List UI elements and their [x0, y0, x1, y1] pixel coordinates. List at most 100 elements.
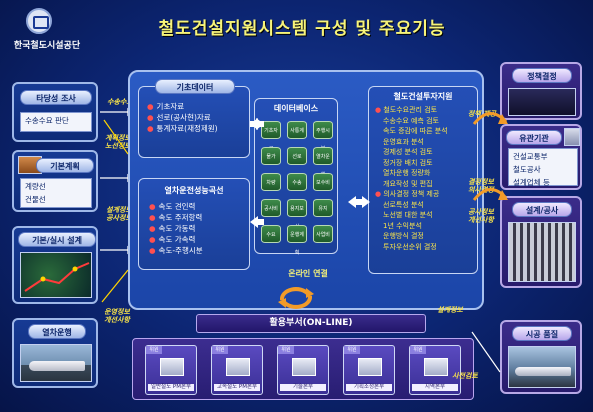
- agencies-label: 유관기관: [506, 130, 562, 145]
- note-policy: 정책 제공: [467, 110, 497, 118]
- construction-site-photo: [508, 222, 576, 282]
- logo-icon: [26, 8, 52, 34]
- diagram-title: 철도건설지원시스템 구성 및 주요기능: [158, 19, 446, 39]
- db-cell: 수요: [261, 225, 281, 243]
- building-icon: [358, 358, 382, 376]
- db-cell: 사통계: [287, 121, 307, 139]
- note-decision: 결정정보 의사결정: [468, 178, 494, 194]
- feasibility-label: 타당성 조사: [20, 90, 92, 105]
- list-item: 노선별 대한 분석: [383, 211, 433, 219]
- list-item: 개요작성 및 편집: [383, 179, 433, 188]
- office-building-icon: [564, 128, 580, 146]
- design-label: 기본/실시 설계: [18, 232, 96, 247]
- db-cell: 수송: [287, 173, 307, 191]
- design-frame: 기본/실시 설계: [12, 226, 98, 304]
- building-icon: [226, 358, 250, 376]
- basic-plan-list: 계량선 건물선: [20, 178, 92, 208]
- database-label: 데이터베이스: [273, 104, 319, 113]
- note-plan: 계획정보 노선정보: [105, 134, 131, 150]
- construction-frame: 설계/공사: [500, 196, 582, 288]
- agencies-list: 건설교통부 철도공사 설계업체 등: [508, 148, 578, 187]
- list-item: 건설교통부: [513, 152, 548, 161]
- list-item: 정거장 배치 검토: [383, 158, 433, 167]
- policy-frame: 정책결정: [500, 62, 582, 120]
- building-icon: [160, 358, 184, 376]
- basic-plan-label: 기본계획: [36, 158, 94, 173]
- basic-data-label: 기초데이터: [155, 79, 235, 94]
- list-item: ● 의사결정 정책 제공: [375, 190, 440, 198]
- agencies-frame: 유관기관 건설교통부 철도공사 설계업체 등: [500, 124, 582, 190]
- system-panel: 기초데이터 ●기초자료 ●선로(공사현)자료 ●통계자료(재정제원) 열차운전성…: [128, 70, 484, 310]
- logo: 한국철도시설공단: [8, 8, 82, 60]
- db-cell: 유지: [313, 199, 333, 217]
- basic-plan-frame: 기본계획 계량선 건물선: [12, 150, 98, 212]
- online-link-label: 온라인 연결: [288, 269, 328, 278]
- investment-support-label: 철도건설투자지원: [393, 92, 453, 101]
- list-item: 열차운행 정량화: [383, 169, 431, 177]
- building-icon: [424, 358, 448, 376]
- note-design: 설계정보 공사정보: [106, 206, 132, 222]
- note-construction: 공사정보 개선사항: [468, 208, 494, 224]
- db-cell: 기초자료: [261, 121, 281, 152]
- db-cell: 선로: [287, 147, 307, 165]
- list-item: 계량선: [25, 182, 46, 191]
- database-panel: 데이터베이스 기초자료 사통계 주행시분 물가 선로 열차운행 차량 수송 보수…: [254, 98, 338, 256]
- train-photo: [20, 344, 92, 382]
- db-cell: 운행계획: [287, 225, 307, 256]
- train-performance-panel: 열차운전성능곡선 ●속도 견인력 ●속도 주저항력 ●속도 가동력 ●속도 가속…: [138, 178, 250, 270]
- list-item: 선로특성 분석: [383, 200, 424, 209]
- policy-label: 정책결정: [512, 68, 572, 83]
- internal-arrows: [250, 118, 370, 228]
- list-item: 운행방식 결정: [383, 232, 424, 240]
- db-cell: 공사비: [261, 199, 281, 217]
- list-item: 1년 수익분석: [383, 221, 422, 230]
- construction-label: 설계/공사: [512, 202, 572, 217]
- db-cell: 차량: [261, 173, 281, 191]
- note-operation: 운영정보 개선사항: [104, 308, 130, 324]
- train-performance-list: ●속도 견인력 ●속도 주저항력 ●속도 가동력 ●속도 가속력 ●속도-주행시…: [149, 201, 203, 256]
- db-cell: 물가: [261, 147, 281, 165]
- left-arrows: [100, 107, 132, 303]
- operation-frame: 열차운행: [12, 318, 98, 388]
- note-review: 사전검토: [452, 372, 478, 380]
- list-item: ●기초자료: [147, 102, 185, 111]
- train-performance-label: 열차운전성능곡선: [164, 186, 224, 195]
- rail-photo: [508, 346, 576, 388]
- list-item: ●속도 주저항력: [149, 213, 203, 222]
- service-frame: 시공 품질: [500, 320, 582, 394]
- council-photo: [508, 88, 576, 116]
- list-item: 설계업체 등: [513, 178, 550, 187]
- building-icon: [292, 358, 316, 376]
- list-item: ●속도-주행시분: [149, 246, 203, 255]
- note-demand: 수송수요: [107, 98, 133, 106]
- feasibility-frame: 타당성 조사 수송수요 판단: [12, 82, 98, 142]
- list-item: ● 철도수요관리 검토: [375, 106, 438, 114]
- train-icon: [515, 367, 571, 376]
- db-cell: 사업비: [313, 225, 333, 243]
- investment-support-panel: 철도건설투자지원 ● 철도수요관리 검토 수송수요 예측 검토 속도 증감에 따…: [368, 86, 478, 274]
- route-map-image: [20, 252, 92, 298]
- list-item: 건물선: [25, 195, 46, 204]
- route-line-icon: [24, 262, 90, 292]
- list-item: 철도공사: [513, 165, 541, 174]
- db-cell: 보수비: [313, 173, 333, 191]
- list-item: ●선로(공사현)자료: [147, 113, 211, 122]
- list-item: ●속도 가동력: [149, 224, 196, 233]
- list-item: ●속도 가속력: [149, 235, 196, 244]
- operation-label: 열차운행: [28, 324, 86, 339]
- train-icon: [29, 361, 85, 371]
- list-item: 경제성 분석 검토: [383, 148, 433, 156]
- note-design-info: 설계정보: [437, 306, 463, 314]
- list-item: ●속도 견인력: [149, 202, 196, 211]
- right-arrows: [471, 112, 508, 373]
- investment-support-list: ● 철도수요관리 검토 수송수요 예측 검토 속도 증감에 따른 분석 운영효과…: [375, 105, 448, 252]
- list-item: 수송수요 판단: [25, 116, 69, 125]
- list-item: 수송수요 예측 검토: [383, 116, 439, 125]
